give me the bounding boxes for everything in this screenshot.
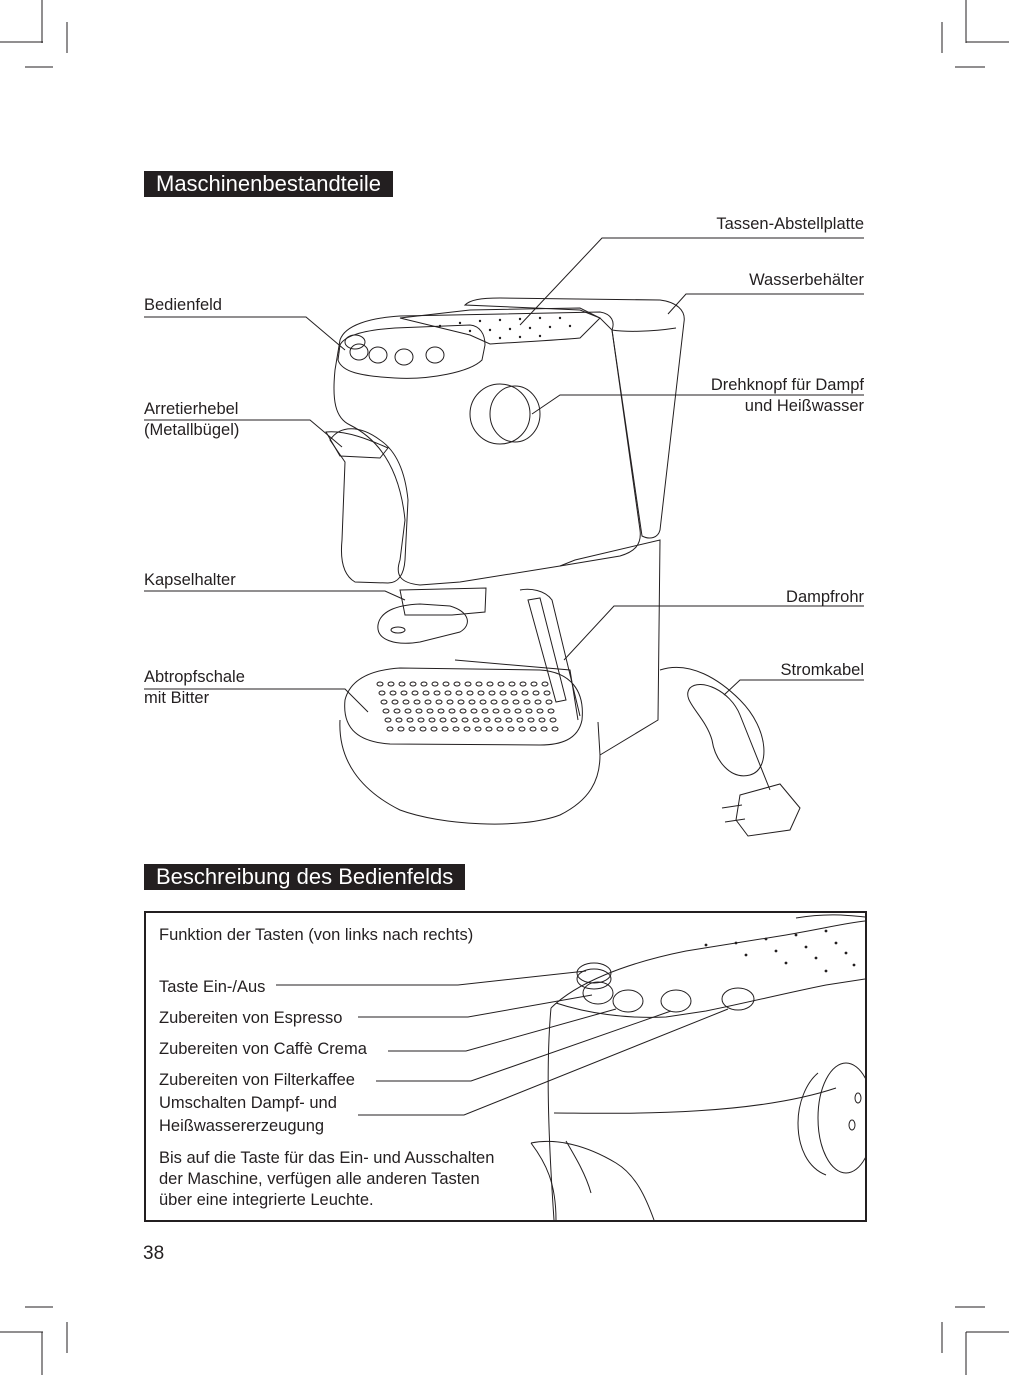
label-tassen-abstellplatte: Tassen-Abstellplatte bbox=[716, 215, 864, 233]
label-abtropfschale-sub: mit Bitter bbox=[144, 689, 210, 707]
label-abtropfschale: Abtropfschale bbox=[144, 668, 245, 686]
label-arretierhebel: Arretierhebel bbox=[144, 400, 239, 418]
control-panel-description-box: Funktion der Tasten (von links nach rech… bbox=[144, 911, 867, 1222]
label-drehknopf: Drehknopf für Dampf bbox=[710, 376, 864, 394]
key-steam-switch: Umschalten Dampf- und bbox=[159, 1092, 341, 1114]
label-dampfrohr: Dampfrohr bbox=[786, 588, 864, 606]
panel-note-line-3: über eine integrierte Leuchte. bbox=[159, 1189, 378, 1211]
key-filterkaffee: Zubereiten von Filterkaffee bbox=[159, 1069, 359, 1091]
key-steam-switch-sub: Heißwassererzeugung bbox=[159, 1115, 329, 1137]
label-kapselhalter: Kapselhalter bbox=[144, 571, 236, 589]
label-stromkabel: Stromkabel bbox=[780, 661, 864, 679]
label-arretierhebel-sub: (Metallbügel) bbox=[144, 421, 240, 439]
key-power: Taste Ein-/Aus bbox=[159, 976, 270, 998]
key-caffe-crema: Zubereiten von Caffè Crema bbox=[159, 1038, 371, 1060]
page-number: 38 bbox=[143, 1243, 165, 1264]
label-drehknopf-sub: und Heißwasser bbox=[744, 397, 864, 415]
section-title-control-panel: Beschreibung des Bedienfelds bbox=[144, 864, 466, 890]
panel-intro-text: Funktion der Tasten (von links nach rech… bbox=[159, 924, 478, 946]
key-espresso: Zubereiten von Espresso bbox=[159, 1007, 347, 1029]
label-wasserbehaelter: Wasserbehälter bbox=[749, 271, 864, 289]
section-title-machine-parts: Maschinenbestandteile bbox=[144, 171, 394, 197]
control-panel-illustration bbox=[276, 914, 865, 1220]
panel-note-line-1: Bis auf die Taste für das Ein- und Aussc… bbox=[159, 1147, 499, 1169]
label-bedienfeld: Bedienfeld bbox=[144, 296, 222, 314]
panel-note-line-2: der Maschine, verfügen alle anderen Tast… bbox=[159, 1168, 484, 1190]
